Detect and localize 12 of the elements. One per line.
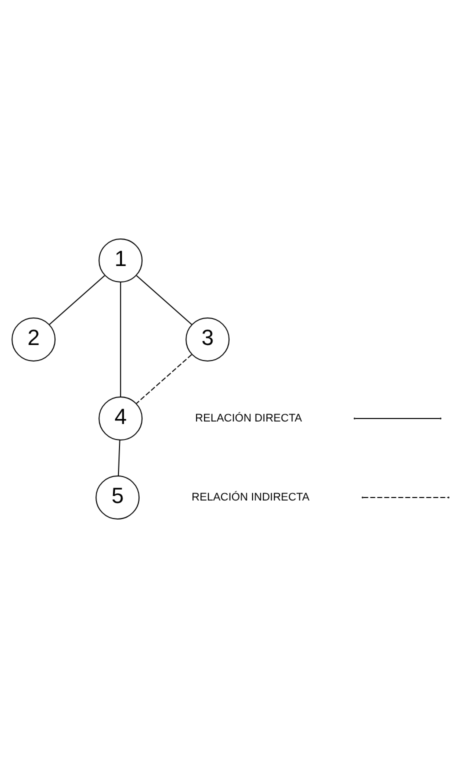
connector <box>136 274 192 324</box>
node-circle: 2 <box>12 317 56 361</box>
node-circle: 5 <box>96 475 140 519</box>
node-circle: 1 <box>98 238 143 282</box>
connector <box>136 354 192 404</box>
connector <box>120 281 122 397</box>
connector <box>118 439 120 476</box>
node-circle: 3 <box>186 317 230 361</box>
legend-label: RELACIÓN DIRECTA <box>195 412 302 424</box>
legend-label: RELACIÓN INDIRECTA <box>192 490 310 503</box>
connector <box>48 274 106 324</box>
node-circle: 4 <box>98 396 143 440</box>
